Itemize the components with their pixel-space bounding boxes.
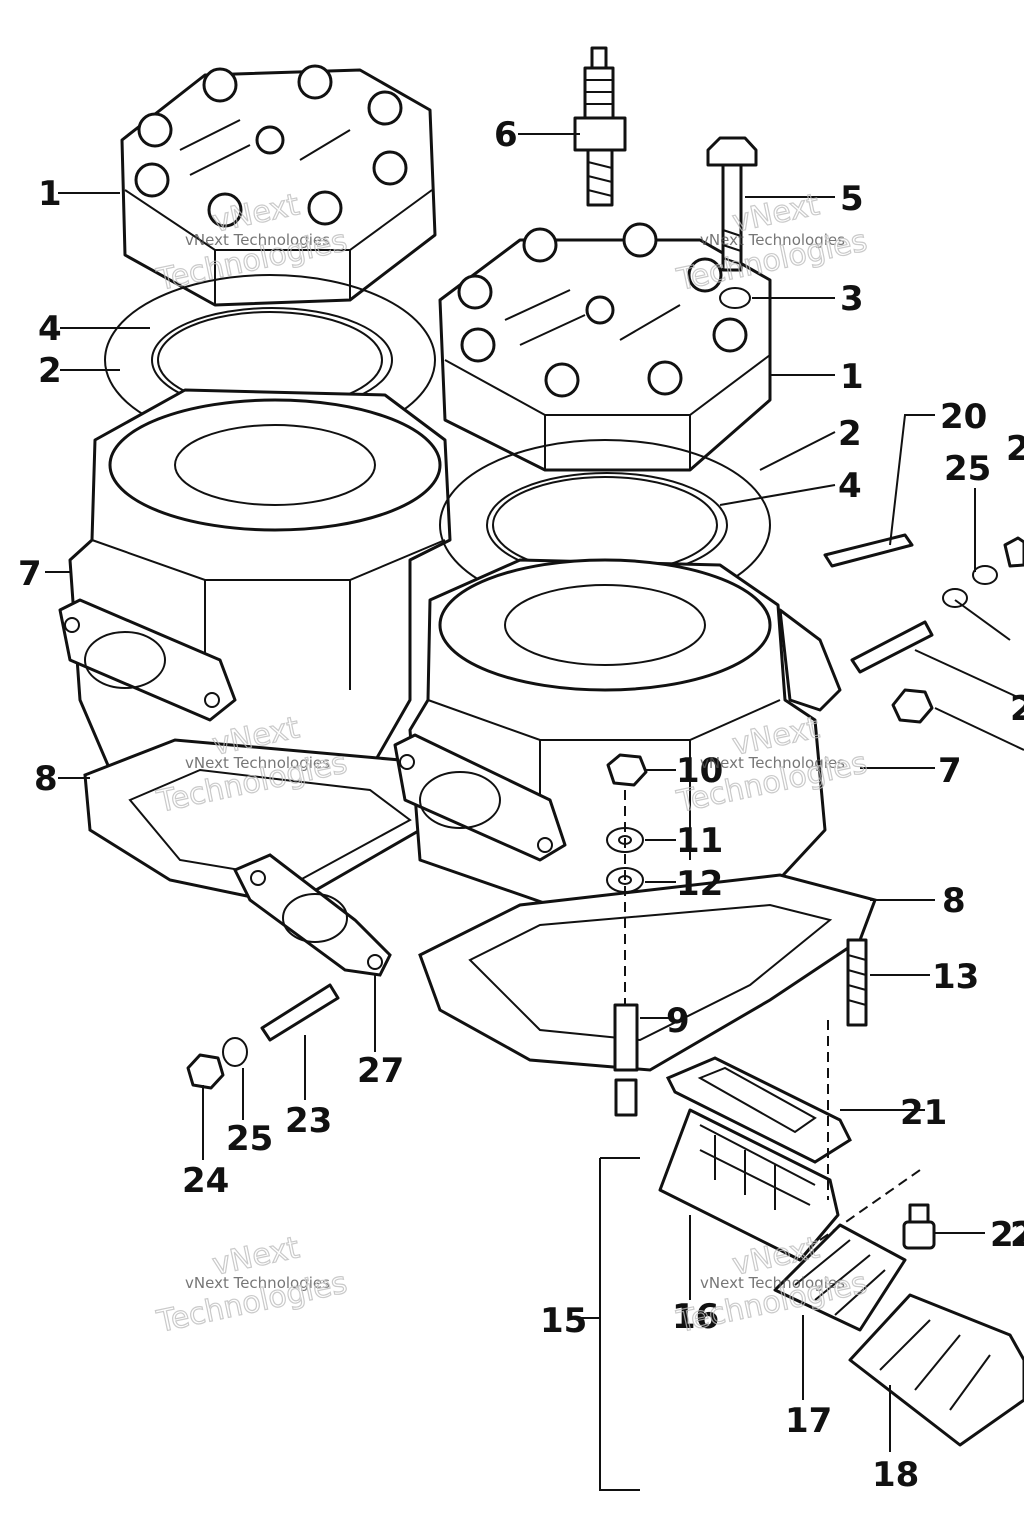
callout-labels: 1 1 2 2 3 4 4 5 6 7 7 8 8 9 10 11 12 13 … <box>18 115 1024 1495</box>
o-ring <box>719 287 751 309</box>
stud-9 <box>613 1003 639 1117</box>
reed-block-16 <box>658 1108 840 1262</box>
nut-10 <box>606 753 648 787</box>
spark-plug <box>573 46 627 207</box>
callout-2-edge-a: 2 <box>1006 429 1024 469</box>
reed-stop-18 <box>848 1293 1024 1447</box>
watermark-text: vNext Technologies <box>700 754 845 772</box>
callout-21: 21 <box>900 1093 947 1133</box>
reed-gasket-21 <box>665 1056 852 1164</box>
callout-4-left: 4 <box>38 309 62 349</box>
callout-9: 9 <box>666 1001 690 1041</box>
stud-13 <box>846 938 868 1027</box>
callout-11: 11 <box>676 821 723 861</box>
stud-right <box>850 620 934 674</box>
callout-16: 16 <box>672 1297 719 1337</box>
watermark-mid-left: vNext vNext Technologies Technologies <box>153 710 351 821</box>
leader-lines <box>45 133 1024 1491</box>
callout-1-left: 1 <box>38 174 62 214</box>
callout-15: 15 <box>540 1301 587 1341</box>
callout-2-left: 2 <box>38 351 62 391</box>
watermark-text: vNext Technologies <box>185 231 330 249</box>
callout-10: 10 <box>676 751 723 791</box>
callout-2-right: 2 <box>838 414 862 454</box>
callout-7-left: 7 <box>18 554 42 594</box>
nut-24 <box>186 1053 225 1090</box>
callout-7-right: 7 <box>938 751 962 791</box>
callout-27: 27 <box>357 1051 404 1091</box>
callout-12: 12 <box>676 864 723 904</box>
callout-2-edge-b: 2 <box>1010 689 1024 729</box>
callout-25-right: 25 <box>944 449 991 489</box>
right-cylinder-block <box>393 558 842 907</box>
long-bolt <box>706 136 758 272</box>
washer-25-left <box>222 1037 248 1067</box>
watermark-bottom-left: vNext vNext Technologies Technologies <box>153 1230 351 1341</box>
screw-22 <box>902 1203 936 1250</box>
stud-23 <box>260 983 340 1042</box>
callout-22: 22 <box>990 1215 1024 1255</box>
left-cylinder-block <box>58 388 452 772</box>
callout-23: 23 <box>285 1101 332 1141</box>
callout-13: 13 <box>932 957 979 997</box>
left-cylinder-head <box>120 64 437 307</box>
watermark-text: vNext Technologies <box>700 1274 845 1292</box>
right-base-gasket <box>418 873 877 1072</box>
watermark-text: vNext Technologies <box>185 1274 330 1292</box>
watermark-text: vNext Technologies <box>185 754 330 772</box>
callout-25-left: 25 <box>226 1119 273 1159</box>
right-cylinder-head <box>438 222 772 472</box>
callout-8-right: 8 <box>942 881 966 921</box>
callout-6: 6 <box>494 115 518 155</box>
callout-5: 5 <box>840 179 864 219</box>
alignment-line <box>819 1169 921 1241</box>
callout-2-edge-c: 2 <box>1010 1215 1024 1255</box>
watermark-text: vNext Technologies <box>700 231 845 249</box>
callout-8-left: 8 <box>34 759 58 799</box>
reed-17 <box>773 1223 907 1332</box>
callout-20: 20 <box>940 397 987 437</box>
callout-18: 18 <box>872 1455 919 1495</box>
exhaust-flange-gasket <box>232 853 392 977</box>
callout-4-right: 4 <box>838 466 862 506</box>
right-washers-and-nut <box>891 536 1024 724</box>
callout-24: 24 <box>182 1161 229 1201</box>
callout-1-right: 1 <box>840 357 864 397</box>
pin-20 <box>823 533 914 568</box>
callout-17: 17 <box>785 1401 832 1441</box>
callout-3: 3 <box>840 279 864 319</box>
